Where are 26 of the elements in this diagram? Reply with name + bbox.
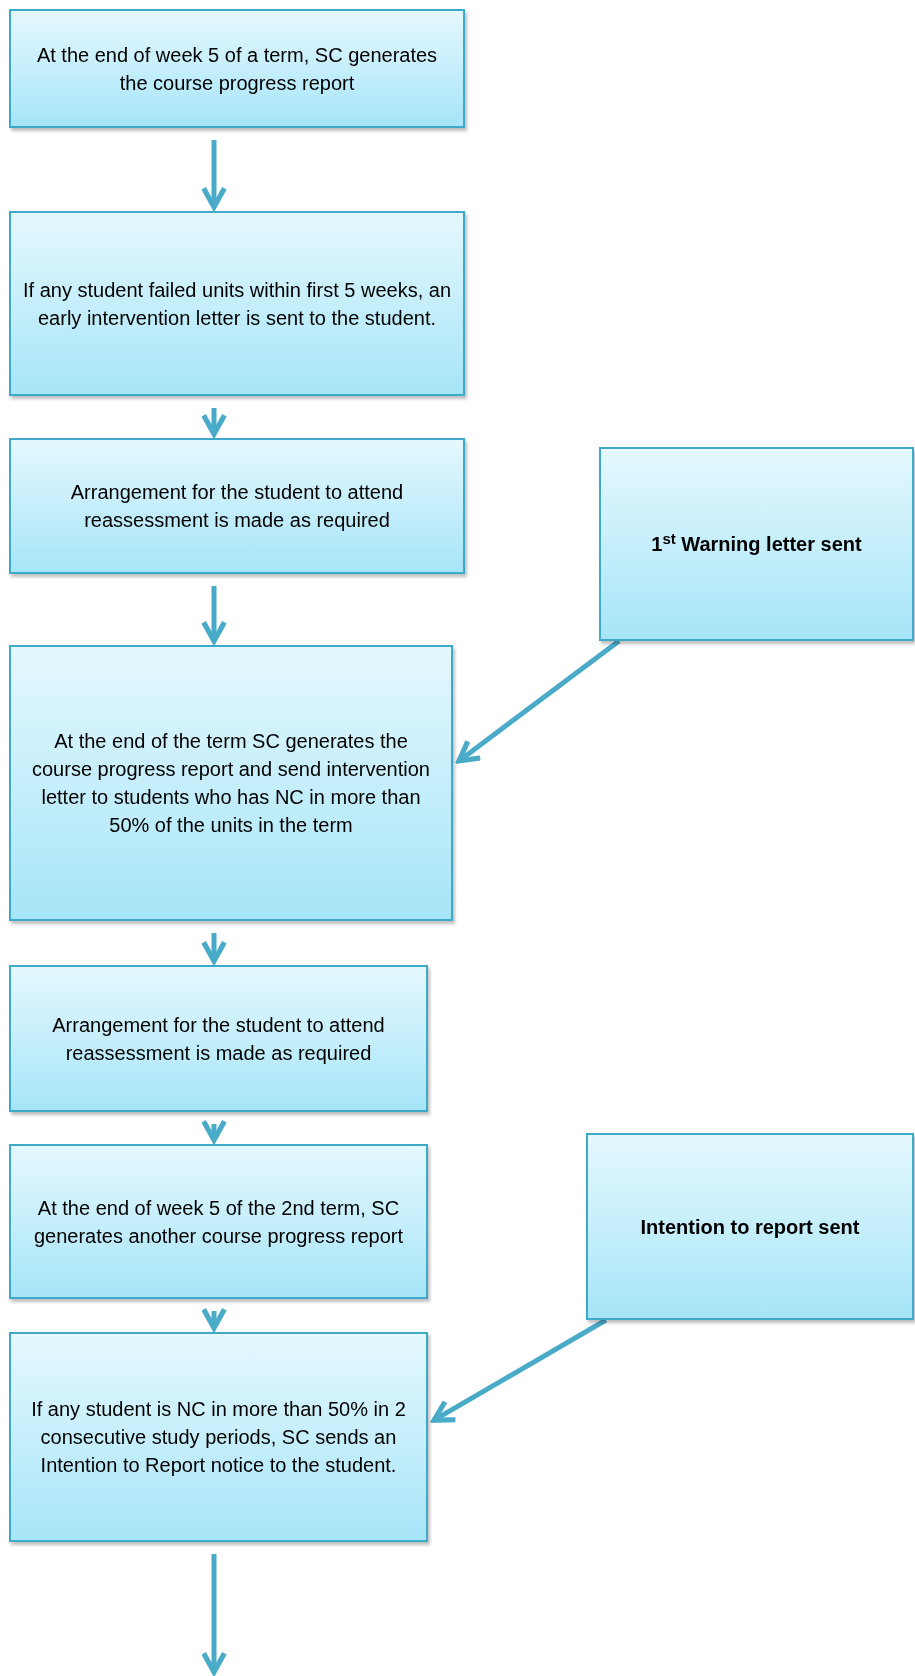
box-text: At the end of week 5 of the 2nd term, SC generates another course progress report — [32, 1195, 405, 1249]
arrow — [201, 1118, 227, 1143]
box-text: Arrangement for the student to attend reassessment is made as required — [69, 480, 405, 533]
box-text: If any student failed units within first 5 weeks, an early intervention letter is sent to the student. — [23, 277, 451, 331]
box-text: Intention to report sent — [640, 1214, 860, 1240]
arrow — [201, 408, 227, 437]
arrow — [201, 933, 227, 964]
arrow — [456, 639, 621, 764]
process-box — [9, 645, 453, 921]
process-box — [9, 211, 465, 396]
process-box — [9, 1144, 428, 1299]
box-text: At the end of the term SC generates the course progress report and send intervention letter to students who has NC in more than 50% of the units in the term — [31, 729, 431, 838]
process-box — [9, 965, 428, 1112]
arrow — [201, 586, 227, 644]
process-box — [9, 1332, 428, 1542]
process-box — [9, 438, 465, 574]
process-box — [9, 9, 465, 128]
box-text: At the end of week 5 of a term, SC generates the course progress report — [35, 42, 439, 96]
arrow — [201, 1554, 227, 1675]
process-box — [586, 1133, 914, 1320]
process-box — [599, 447, 914, 641]
box-text: Arrangement for the student to attend reassessment is made as required — [51, 1012, 386, 1066]
arrow — [201, 140, 227, 210]
box-text: 1$^{st}$ Warning letter sent — [651, 530, 862, 557]
arrow — [201, 1306, 227, 1331]
box-text: If any student is NC in more than 50% in 2 consecutive study periods, SC sends an Intention to Report notice to the student. — [30, 1397, 407, 1478]
